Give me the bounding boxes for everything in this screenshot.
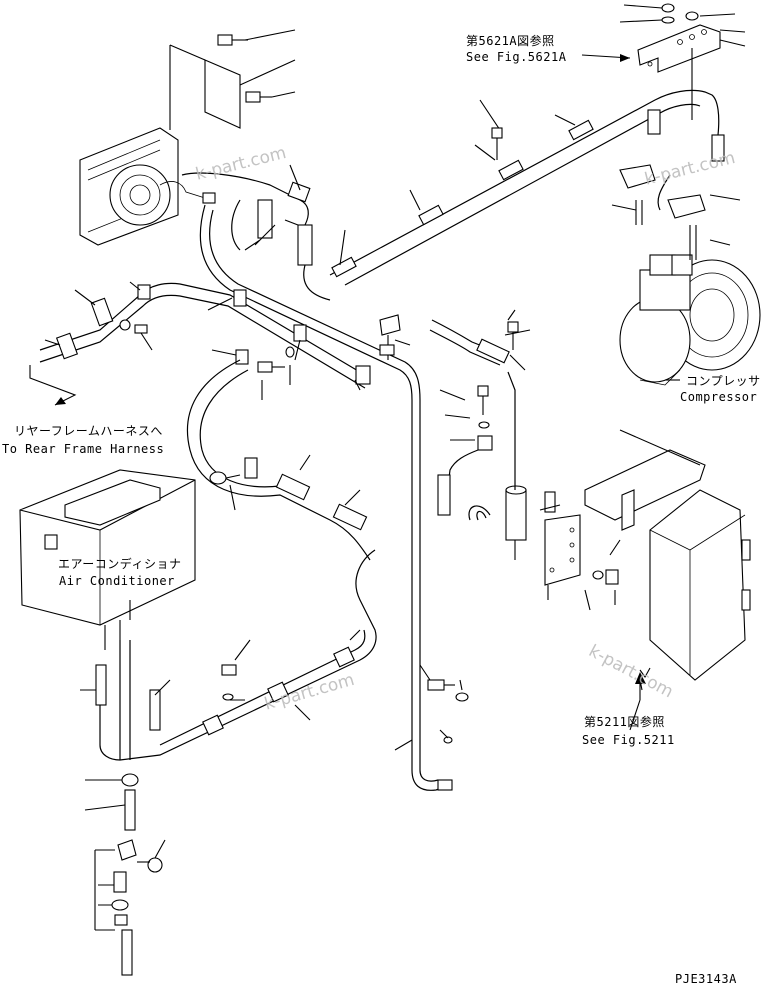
- middle-hose: [186, 359, 371, 561]
- lower-center-bolts: [394, 664, 469, 751]
- liquid-pipe: [199, 204, 453, 791]
- ref-5621a-jp: 第5621A図参照: [466, 34, 555, 48]
- compressor: [611, 164, 761, 386]
- top-right-bracket: [619, 3, 746, 120]
- drier-bracket: [539, 491, 619, 611]
- condenser-hoses: [181, 164, 331, 301]
- compressor-label-en: Compressor: [680, 390, 758, 404]
- condenser-unit: [79, 127, 216, 246]
- aircon-label-jp: エアーコンディショナ: [58, 557, 182, 571]
- lower-pipe: [80, 549, 377, 761]
- compressor-label-jp: コンプレッサ: [686, 374, 761, 388]
- center-fittings: [119, 314, 411, 400]
- discharge-pipe: [329, 89, 725, 286]
- harness-label-en: To Rear Frame Harness: [2, 442, 165, 456]
- lower-left-components: [84, 773, 166, 976]
- reference-arrows: [29, 54, 646, 731]
- ref-5211-jp: 第5211図参照: [584, 715, 665, 729]
- harness-label-jp: リヤーフレームハーネスへ: [14, 424, 163, 438]
- upper-bracket: [169, 29, 296, 130]
- ref-5621a-en: See Fig.5621A: [466, 50, 567, 64]
- suction-pipe: [39, 281, 371, 391]
- air-conditioner-box: [19, 469, 196, 650]
- aircon-label-en: Air Conditioner: [59, 574, 175, 588]
- ref-5211-en: See Fig.5211: [582, 733, 675, 747]
- receiver-drier: [429, 309, 531, 560]
- drawing-code: PJE3143A: [675, 972, 737, 986]
- right-housing: [584, 429, 751, 691]
